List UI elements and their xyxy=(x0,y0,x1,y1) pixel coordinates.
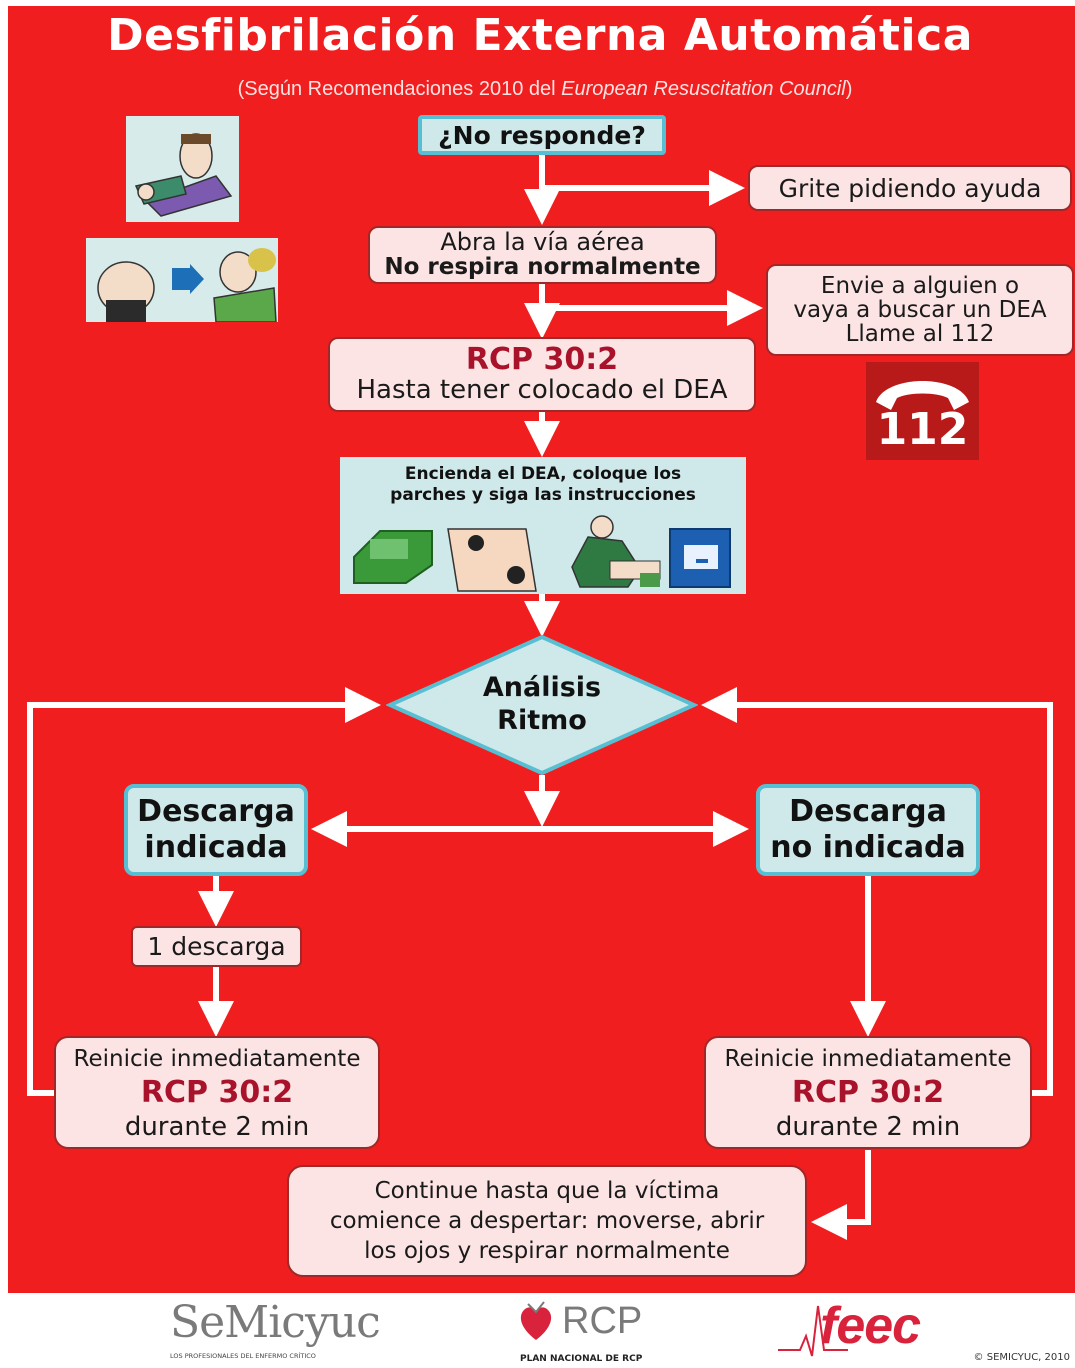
subtitle-prefix: (Según Recomendaciones 2010 del xyxy=(237,78,562,100)
loop-left xyxy=(27,687,381,1096)
rcp-logo: RCP PLAN NACIONAL DE RCP xyxy=(516,1296,646,1366)
node-continue-line2: comience a despertar: moverse, abrir xyxy=(329,1208,765,1234)
node-rcp-inicial-title: RCP 30:2 xyxy=(465,341,619,377)
page-subtitle: (Según Recomendaciones 2010 del European… xyxy=(0,78,1075,101)
feec-logo: feec xyxy=(778,1296,948,1362)
illustration-airway xyxy=(86,238,278,322)
dea-illustrations xyxy=(353,515,731,592)
node-dea-instructions: Encienda el DEA, coloque los parches y s… xyxy=(340,457,746,594)
node-descarga-no-indicada: Descarga no indicada xyxy=(756,784,980,876)
node-una-descarga-label: 1 descarga xyxy=(147,932,286,961)
node-analisis-line2: Ritmo xyxy=(497,705,587,736)
node-reinicie-der-line3: durante 2 min xyxy=(775,1111,961,1142)
node-abra-line2: No respira normalmente xyxy=(384,254,701,280)
node-envie-line3: Llame al 112 xyxy=(845,321,995,347)
node-reinicie-der-line2: RCP 30:2 xyxy=(791,1074,945,1110)
heart-icon xyxy=(520,1301,552,1340)
node-grite-label: Grite pidiendo ayuda xyxy=(778,173,1042,203)
phone-112-number: 112 xyxy=(876,404,969,455)
node-dea-line2: parches y siga las instrucciones xyxy=(390,485,696,505)
airway-icon xyxy=(97,248,277,322)
semicyuc-logo-text: SeMicyuc xyxy=(170,1297,381,1348)
node-envie-line2: vaya a buscar un DEA xyxy=(793,297,1047,323)
rescuer-cpr-icon xyxy=(571,515,661,588)
illustration-unresponsive-victim xyxy=(126,116,239,222)
node-descarga-no-indicada-line2: no indicada xyxy=(770,830,966,865)
semicyuc-tagline: LOS PROFESIONALES DEL ENFERMO CRÍTICO xyxy=(170,1352,316,1360)
ecg-line-icon xyxy=(778,1305,848,1357)
arrow-to-continue xyxy=(811,1150,871,1240)
node-una-descarga: 1 descarga xyxy=(131,926,302,967)
page-title: Desfibrilación Externa Automática xyxy=(107,10,973,61)
phone-icon xyxy=(876,381,969,410)
node-continue-line1: Continue hasta que la víctima xyxy=(374,1178,720,1204)
subtitle-suffix: ) xyxy=(845,78,853,100)
semicyuc-logo: SeMicyuc LOS PROFESIONALES DEL ENFERMO C… xyxy=(170,1297,381,1364)
node-descarga-no-indicada-line1: Descarga xyxy=(789,794,947,829)
node-reinicie-izquierda: Reinicie inmediatamente RCP 30:2 durante… xyxy=(54,1036,380,1149)
node-reinicie-izq-line2: RCP 30:2 xyxy=(140,1074,294,1110)
dea-device-icon xyxy=(353,530,433,584)
node-grite: Grite pidiendo ayuda xyxy=(748,165,1072,211)
node-no-responde: ¿No responde? xyxy=(418,115,666,155)
node-no-responde-label: ¿No responde? xyxy=(438,120,646,150)
rcp-logo-text: RCP xyxy=(562,1300,643,1342)
node-reinicie-derecha: Reinicie inmediatamente RCP 30:2 durante… xyxy=(704,1036,1032,1149)
node-continue-line3: los ojos y respirar normalmente xyxy=(364,1238,730,1264)
node-descarga-indicada-line1: Descarga xyxy=(137,794,295,829)
node-dea-line1: Encienda el DEA, coloque los xyxy=(404,464,682,484)
node-analisis-line1: Análisis xyxy=(482,672,602,703)
chest-pads-icon xyxy=(447,528,537,592)
node-analisis-ritmo xyxy=(386,634,698,776)
node-reinicie-der-line1: Reinicie inmediatamente xyxy=(724,1045,1012,1072)
node-rcp-inicial-subtitle: Hasta tener colocado el DEA xyxy=(356,374,728,405)
rcp-tagline: PLAN NACIONAL DE RCP xyxy=(520,1354,643,1364)
copyright: © SEMICYUC, 2010 xyxy=(973,1352,1070,1363)
subtitle-italic: European Resuscitation Council xyxy=(561,78,846,100)
monitor-icon xyxy=(669,528,731,588)
node-descarga-indicada: Descarga indicada xyxy=(124,784,308,876)
node-reinicie-izq-line3: durante 2 min xyxy=(124,1111,310,1142)
phone-112-badge: 112 xyxy=(866,362,979,460)
node-abra-line1: Abra la vía aérea xyxy=(440,228,645,256)
node-descarga-indicada-line2: indicada xyxy=(144,830,288,865)
node-continue: Continue hasta que la víctima comience a… xyxy=(287,1165,807,1277)
loop-right xyxy=(701,687,1053,1096)
node-envie-line1: Envie a alguien o xyxy=(820,273,1020,299)
node-abra-via: Abra la vía aérea No respira normalmente xyxy=(368,226,717,284)
node-envie: Envie a alguien o vaya a buscar un DEA L… xyxy=(766,264,1074,356)
node-rcp-inicial: RCP 30:2 Hasta tener colocado el DEA xyxy=(328,337,756,412)
victim-icon xyxy=(134,133,233,217)
node-reinicie-izq-line1: Reinicie inmediatamente xyxy=(73,1045,361,1072)
feec-logo-text: feec xyxy=(820,1297,921,1355)
